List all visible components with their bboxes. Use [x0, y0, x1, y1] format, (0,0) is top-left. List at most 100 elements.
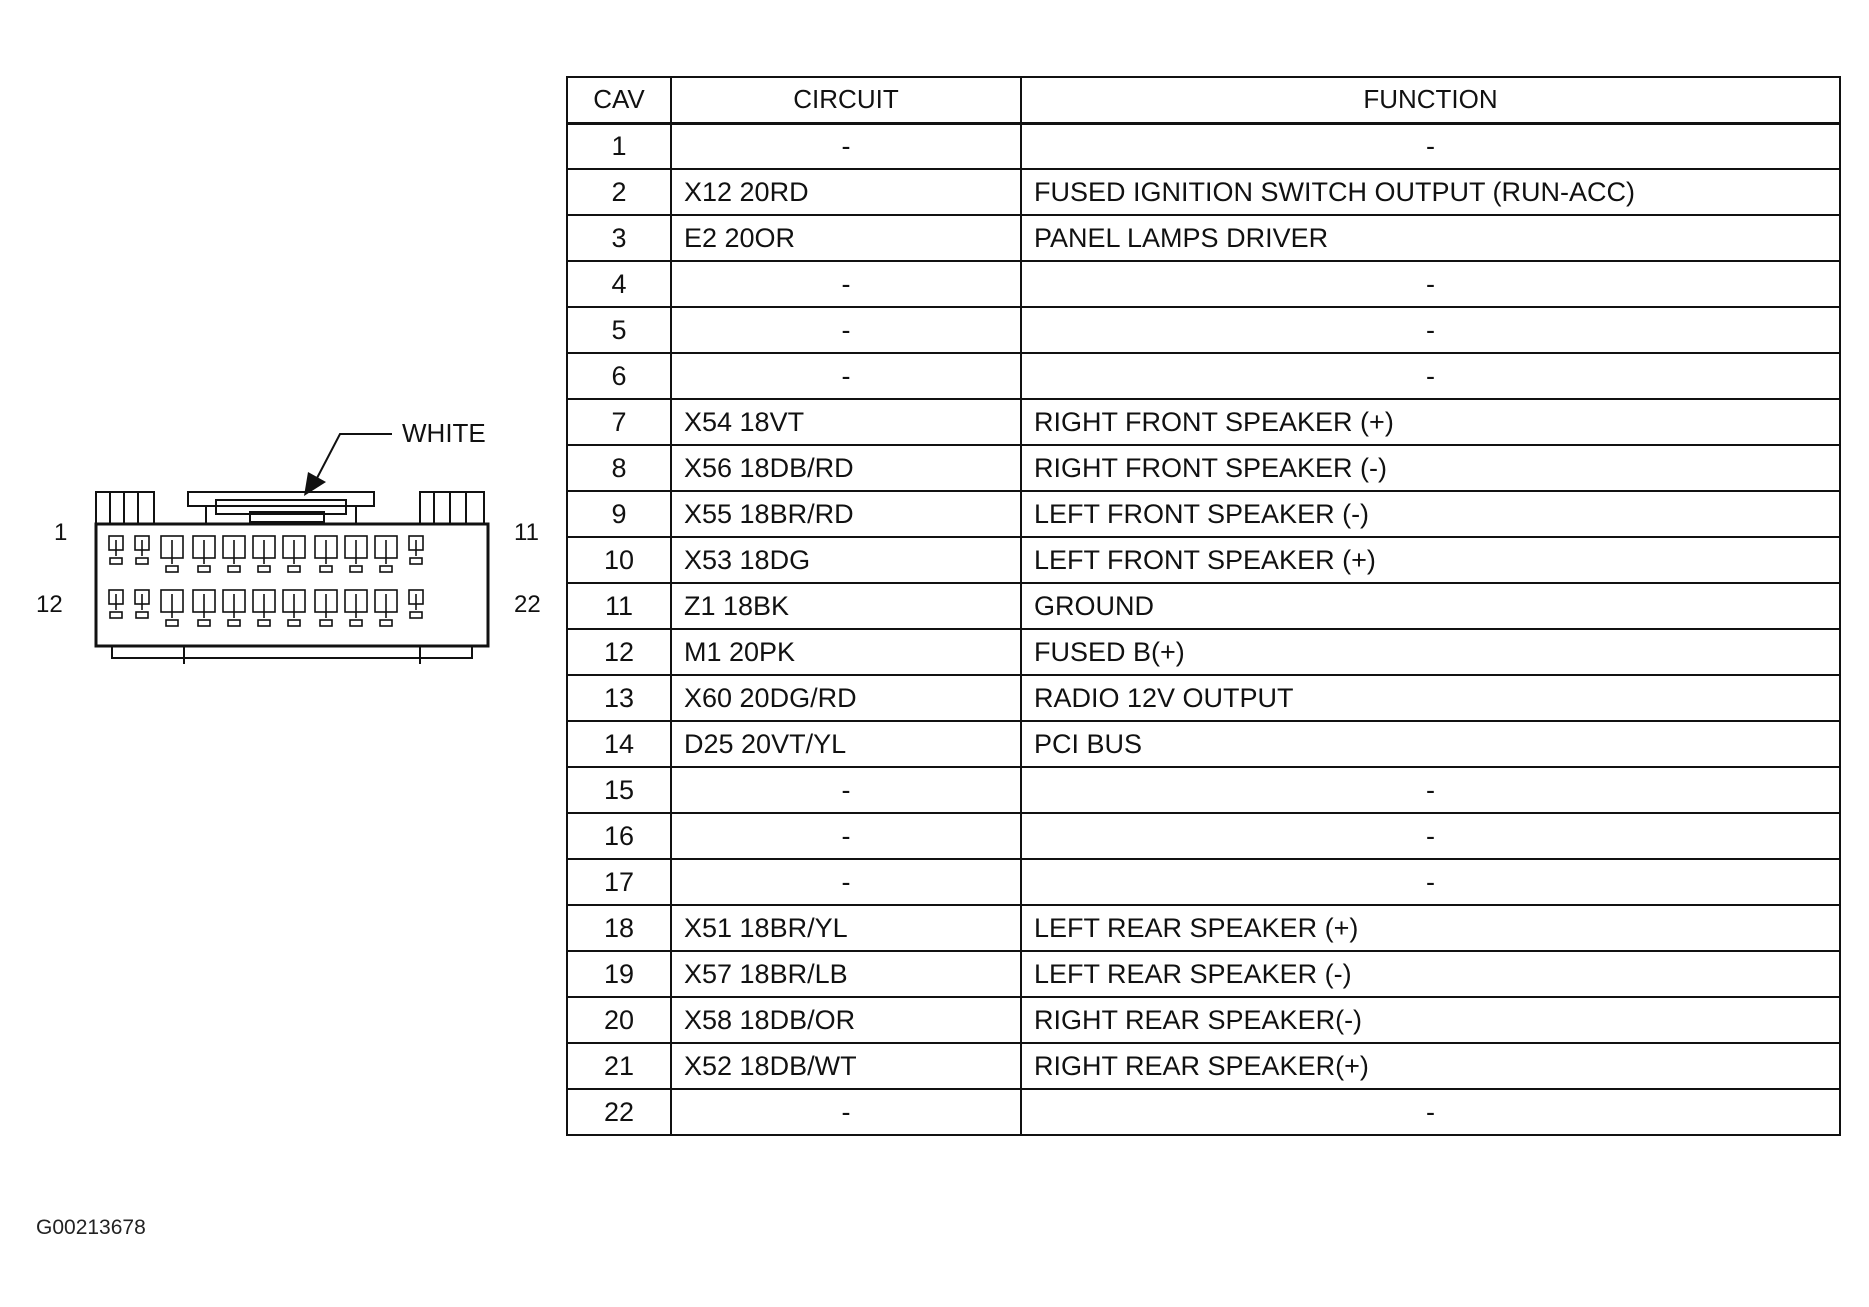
circuit-cell: M1 20PK	[670, 628, 1022, 676]
terminal-cavity	[108, 589, 124, 619]
cav-cell: 13	[566, 674, 672, 722]
function-cell: LEFT REAR SPEAKER (-)	[1020, 950, 1841, 998]
terminal-cavity	[344, 589, 368, 627]
function-cell: -	[1020, 306, 1841, 354]
cavity-grid	[108, 535, 424, 627]
table-row: 1--	[566, 122, 1841, 170]
cav-cell: 7	[566, 398, 672, 446]
function-cell: -	[1020, 1088, 1841, 1136]
terminal-cavity	[108, 535, 124, 565]
cav-cell: 15	[566, 766, 672, 814]
table-row: 15--	[566, 766, 1841, 814]
function-cell: GROUND	[1020, 582, 1841, 630]
terminal-cavity	[344, 535, 368, 573]
function-cell: -	[1020, 766, 1841, 814]
terminal-cavity	[282, 589, 306, 627]
cav-cell: 5	[566, 306, 672, 354]
table-row: 22--	[566, 1088, 1841, 1136]
circuit-cell: -	[670, 858, 1022, 906]
function-cell: LEFT FRONT SPEAKER (-)	[1020, 490, 1841, 538]
table-row: 4--	[566, 260, 1841, 308]
header-cav: CAV	[566, 76, 672, 125]
cav-cell: 11	[566, 582, 672, 630]
function-cell: -	[1020, 122, 1841, 170]
terminal-cavity	[192, 589, 216, 627]
label-leader-line	[315, 433, 392, 481]
function-cell: LEFT REAR SPEAKER (+)	[1020, 904, 1841, 952]
circuit-cell: X55 18BR/RD	[670, 490, 1022, 538]
function-cell: PANEL LAMPS DRIVER	[1020, 214, 1841, 262]
cav-cell: 1	[566, 122, 672, 170]
label-arrowhead	[304, 472, 326, 496]
circuit-cell: -	[670, 122, 1022, 170]
circuit-cell: X54 18VT	[670, 398, 1022, 446]
terminal-cavity	[134, 535, 150, 565]
cav-cell: 22	[566, 1088, 672, 1136]
cav-cell: 8	[566, 444, 672, 492]
circuit-cell: X60 20DG/RD	[670, 674, 1022, 722]
cav-cell: 20	[566, 996, 672, 1044]
cav-cell: 18	[566, 904, 672, 952]
function-cell: -	[1020, 858, 1841, 906]
cav-cell: 3	[566, 214, 672, 262]
cav-cell: 21	[566, 1042, 672, 1090]
circuit-cell: X56 18DB/RD	[670, 444, 1022, 492]
function-cell: PCI BUS	[1020, 720, 1841, 768]
pin-label-22: 22	[514, 591, 541, 618]
table-row: 6--	[566, 352, 1841, 400]
circuit-cell: Z1 18BK	[670, 582, 1022, 630]
header-circuit: CIRCUIT	[670, 76, 1022, 125]
circuit-cell: X58 18DB/OR	[670, 996, 1022, 1044]
circuit-cell: X57 18BR/LB	[670, 950, 1022, 998]
cav-cell: 6	[566, 352, 672, 400]
terminal-cavity	[134, 589, 150, 619]
terminal-cavity	[314, 535, 338, 573]
terminal-cavity	[282, 535, 306, 573]
function-cell: -	[1020, 812, 1841, 860]
function-cell: RADIO 12V OUTPUT	[1020, 674, 1841, 722]
circuit-cell: X53 18DG	[670, 536, 1022, 584]
function-cell: FUSED IGNITION SWITCH OUTPUT (RUN-ACC)	[1020, 168, 1841, 216]
function-cell: -	[1020, 260, 1841, 308]
table-row: 5--	[566, 306, 1841, 354]
connector-latch	[95, 491, 485, 525]
circuit-cell: -	[670, 766, 1022, 814]
circuit-cell: D25 20VT/YL	[670, 720, 1022, 768]
header-function: FUNCTION	[1020, 76, 1841, 125]
cav-cell: 19	[566, 950, 672, 998]
table-header-row: CAV CIRCUIT FUNCTION	[566, 76, 1841, 125]
cav-cell: 2	[566, 168, 672, 216]
function-cell: -	[1020, 352, 1841, 400]
function-cell: RIGHT REAR SPEAKER(-)	[1020, 996, 1841, 1044]
function-cell: LEFT FRONT SPEAKER (+)	[1020, 536, 1841, 584]
terminal-cavity	[374, 589, 398, 627]
terminal-cavity	[408, 535, 424, 565]
terminal-cavity	[160, 589, 184, 627]
terminal-cavity	[314, 589, 338, 627]
terminal-cavity	[192, 535, 216, 573]
figure-id: G00213678	[36, 1216, 146, 1239]
circuit-cell: -	[670, 1088, 1022, 1136]
pin-label-1: 1	[54, 519, 67, 546]
function-cell: RIGHT FRONT SPEAKER (-)	[1020, 444, 1841, 492]
circuit-cell: X12 20RD	[670, 168, 1022, 216]
circuit-cell: X52 18DB/WT	[670, 1042, 1022, 1090]
cav-cell: 14	[566, 720, 672, 768]
terminal-cavity	[408, 589, 424, 619]
terminal-cavity	[374, 535, 398, 573]
cav-cell: 4	[566, 260, 672, 308]
function-cell: RIGHT REAR SPEAKER(+)	[1020, 1042, 1841, 1090]
cav-cell: 17	[566, 858, 672, 906]
